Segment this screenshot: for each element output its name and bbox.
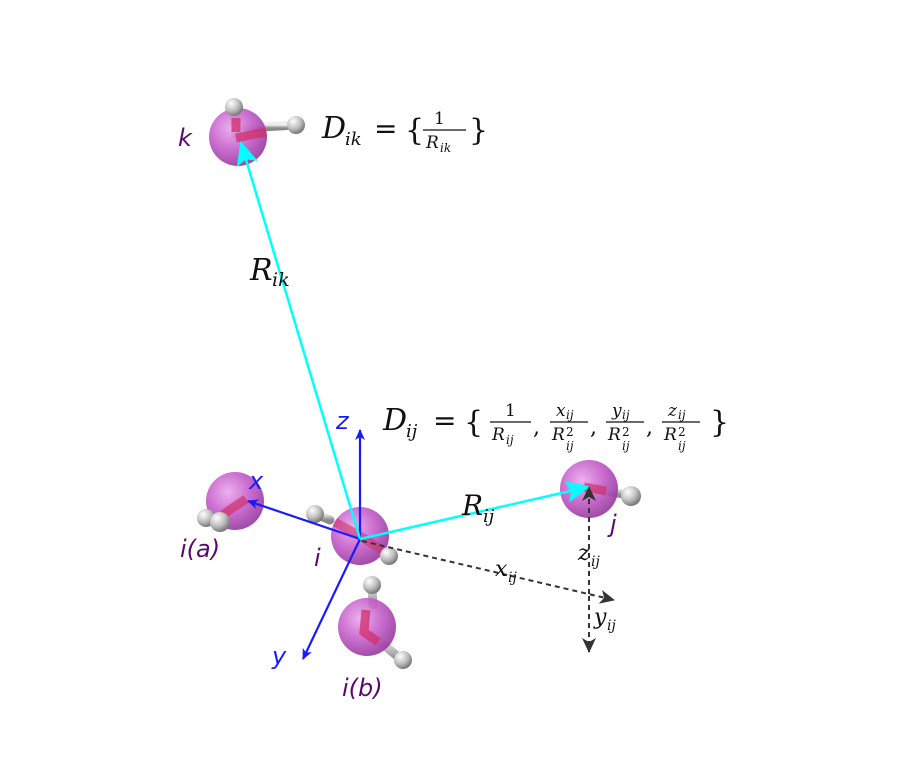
- svg-text:R: R: [551, 425, 565, 445]
- label-x-ij: x ij: [495, 557, 517, 586]
- axis-label-x: x: [248, 467, 264, 495]
- svg-text:ij: ij: [678, 439, 686, 453]
- svg-text:ij: ij: [622, 408, 630, 422]
- svg-text:2: 2: [566, 425, 574, 439]
- hydrogen-atom: [380, 547, 398, 565]
- svg-text:=: =: [374, 112, 397, 145]
- svg-text:ij: ij: [607, 618, 616, 634]
- x-ij-dashed: [361, 540, 615, 604]
- svg-text:ij: ij: [591, 554, 600, 570]
- svg-text:1: 1: [434, 109, 445, 129]
- svg-text:ik: ik: [272, 269, 290, 291]
- label-k: k: [178, 124, 193, 152]
- label-r-ij: R ij: [461, 489, 495, 527]
- svg-text:ij: ij: [678, 408, 686, 422]
- svg-text:1: 1: [505, 401, 516, 421]
- equation-d-ij: D ij = { 1 R ij , x ij R 2 ij , y ij R 2…: [382, 401, 729, 453]
- svg-text:ij: ij: [483, 506, 495, 527]
- svg-text:R: R: [491, 425, 505, 445]
- local-axes: [247, 429, 365, 660]
- label-z-ij: z ij: [577, 541, 600, 570]
- svg-text:x: x: [495, 557, 508, 582]
- svg-text:2: 2: [678, 425, 686, 439]
- equation-d-ik: D ik = { 1 R ik }: [321, 109, 488, 155]
- label-i-a: i(a): [180, 535, 220, 563]
- svg-text:R: R: [663, 425, 677, 445]
- hydrogen-atom: [394, 651, 412, 669]
- svg-text:ij: ij: [406, 421, 418, 442]
- svg-text:ij: ij: [508, 570, 517, 586]
- molecule-j: [560, 460, 641, 518]
- svg-text:R: R: [425, 133, 439, 153]
- neighbor-vectors: [236, 141, 590, 541]
- axis-label-z: z: [335, 407, 350, 435]
- hydrogen-atom: [621, 486, 641, 506]
- svg-text:ik: ik: [345, 129, 362, 150]
- label-y-ij: y ij: [593, 605, 616, 634]
- r-ik-vector: [236, 141, 362, 540]
- label-r-ik: R ik: [249, 253, 290, 291]
- svg-text:ij: ij: [566, 439, 574, 453]
- svg-text:,: ,: [646, 415, 653, 440]
- hydrogen-atom: [225, 98, 243, 116]
- svg-text:x: x: [556, 401, 566, 421]
- hydrogen-atom: [210, 512, 230, 532]
- svg-text:}: }: [710, 405, 729, 440]
- svg-text:R: R: [249, 253, 273, 288]
- svg-text:D: D: [321, 111, 346, 146]
- molecule-i-b: [338, 576, 412, 669]
- svg-text:ij: ij: [622, 439, 630, 453]
- svg-text:2: 2: [622, 425, 630, 439]
- y-axis-arrow: [302, 538, 361, 660]
- hydrogen-atom: [363, 576, 381, 594]
- label-i: i: [314, 544, 321, 572]
- svg-text:y: y: [611, 401, 622, 421]
- axis-label-y: y: [271, 642, 287, 670]
- label-j: j: [607, 510, 617, 538]
- r-ij-vector: [359, 481, 590, 541]
- svg-text:z: z: [667, 401, 678, 421]
- hydrogen-atom: [306, 505, 324, 523]
- svg-text:}: }: [469, 113, 488, 148]
- x-axis-arrow: [247, 499, 361, 541]
- hydrogen-atom: [287, 116, 305, 134]
- label-i-b: i(b): [342, 674, 383, 702]
- svg-text:D: D: [382, 403, 407, 438]
- svg-text:R: R: [607, 425, 621, 445]
- svg-text:ik: ik: [440, 141, 451, 155]
- svg-text:,: ,: [590, 415, 597, 440]
- svg-text:ij: ij: [566, 408, 574, 422]
- svg-text:,: ,: [533, 415, 540, 440]
- molecule-k: [209, 98, 305, 166]
- molecule-i-a: [197, 472, 264, 532]
- svg-text:ij: ij: [506, 433, 514, 447]
- svg-text:{: {: [464, 405, 483, 440]
- svg-text:y: y: [593, 605, 607, 630]
- svg-text:R: R: [461, 489, 483, 522]
- component-projections: [361, 486, 615, 653]
- svg-text:z: z: [577, 541, 590, 566]
- svg-text:{: {: [405, 113, 424, 148]
- svg-text:=: =: [433, 404, 456, 437]
